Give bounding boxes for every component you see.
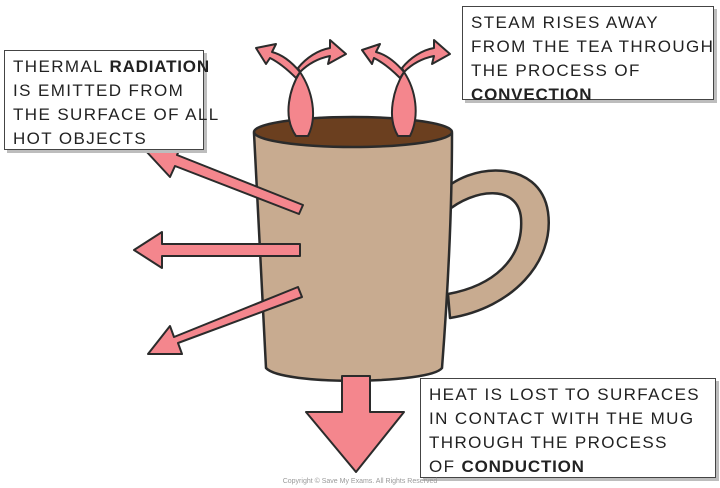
tea-surface	[252, 115, 454, 149]
conduction-line-2: IN CONTACT WITH THE MUG	[429, 409, 695, 428]
conduction-label-box: HEAT IS LOST TO SURFACES IN CONTACT WITH…	[420, 378, 716, 478]
mug-handle	[438, 169, 550, 320]
convection-line-2: FROM THE TEA THROUGH	[471, 37, 715, 56]
convection-keyword: CONVECTION	[471, 85, 593, 104]
radiation-line-2: IS EMITTED FROM	[13, 81, 185, 100]
conduction-arrow	[305, 375, 405, 473]
steam-arrow-right	[361, 39, 451, 137]
convection-line-3: THE PROCESS OF	[471, 61, 641, 80]
radiation-line-1: THERMAL RADIATION	[13, 55, 209, 79]
conduction-line-1: HEAT IS LOST TO SURFACES	[429, 385, 701, 404]
copyright-notice: Copyright © Save My Exams. All Rights Re…	[282, 478, 438, 485]
steam-arrow-left	[255, 39, 347, 137]
radiation-arrow-top	[144, 143, 304, 215]
conduction-line-4: OF CONDUCTION	[429, 455, 707, 479]
radiation-text-1: THERMAL	[13, 57, 110, 76]
conduction-keyword: CONDUCTION	[461, 457, 585, 476]
conduction-line-3: THROUGH THE PROCESS	[429, 433, 668, 452]
radiation-arrow-bottom	[147, 286, 303, 355]
radiation-line-3: THE SURFACE OF ALL	[13, 105, 220, 124]
convection-line-1: STEAM RISES AWAY	[471, 13, 660, 32]
radiation-line-4: HOT OBJECTS	[13, 129, 148, 148]
radiation-keyword: RADIATION	[109, 57, 210, 76]
conduction-text-4: OF	[429, 457, 462, 476]
convection-label-box: STEAM RISES AWAY FROM THE TEA THROUGH TH…	[462, 6, 715, 104]
radiation-label-box: THERMAL RADIATION IS EMITTED FROM THE SU…	[4, 50, 220, 150]
convection-line-4: CONVECTION	[471, 83, 705, 107]
radiation-arrow-middle	[133, 231, 301, 269]
